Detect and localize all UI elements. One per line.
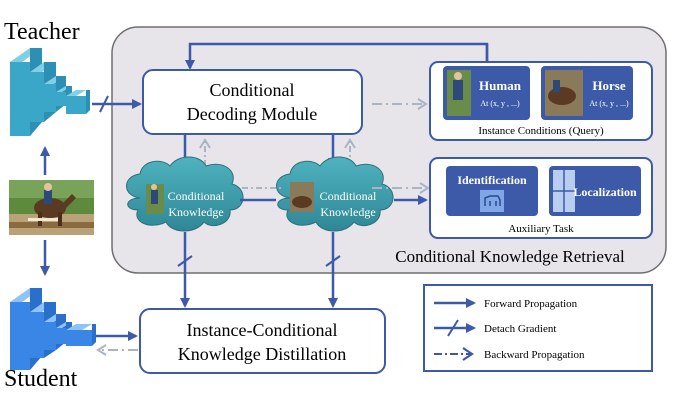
cloud2-line2: Knowledge	[320, 205, 375, 219]
student-label: Student	[4, 366, 78, 392]
human-query-title: Human	[479, 78, 522, 93]
decoding-module-box	[142, 69, 363, 135]
distillation-title-1: Instance-Conditional	[187, 320, 338, 340]
decoding-module-title-1: Conditional	[210, 80, 295, 100]
localization-label: Localization	[573, 185, 637, 199]
horse-query-title: Horse	[592, 78, 625, 93]
legend-detach-label: Detach Gradient	[484, 323, 556, 335]
cloud1-line2: Knowledge	[168, 205, 223, 219]
cloud1-line1: Conditional	[168, 189, 225, 203]
horse-query-location: At (x, y , ...)	[589, 99, 629, 108]
retrieval-region-title: Conditional Knowledge Retrieval	[395, 247, 625, 266]
conditional-knowledge-cloud-1: Conditional Knowledge	[126, 156, 244, 232]
instance-conditions-caption: Instance Conditions (Query)	[478, 125, 604, 137]
teacher-label: Teacher	[4, 19, 80, 45]
teacher-network-icon	[10, 48, 90, 136]
decoding-module-title-2: Decoding Module	[187, 104, 317, 124]
cloud2-line1: Conditional	[320, 189, 377, 203]
student-network-icon	[10, 288, 96, 370]
distillation-box	[139, 308, 386, 374]
input-image	[9, 180, 94, 235]
legend-backward-label: Backward Propagation	[484, 349, 585, 361]
teacher-detach-mark	[99, 95, 109, 113]
human-query-location: At (x, y , ...)	[480, 99, 520, 108]
auxiliary-task-caption: Auxiliary Task	[508, 223, 574, 235]
cloud1-detach-mark	[177, 255, 193, 267]
cloud2-detach-mark	[325, 255, 341, 267]
distillation-title-2: Knowledge Distillation	[178, 344, 346, 364]
legend-forward-label: Forward Propagation	[484, 298, 578, 310]
identification-label: Identification	[457, 173, 527, 187]
conditional-knowledge-cloud-2: Conditional Knowledge	[276, 156, 394, 232]
